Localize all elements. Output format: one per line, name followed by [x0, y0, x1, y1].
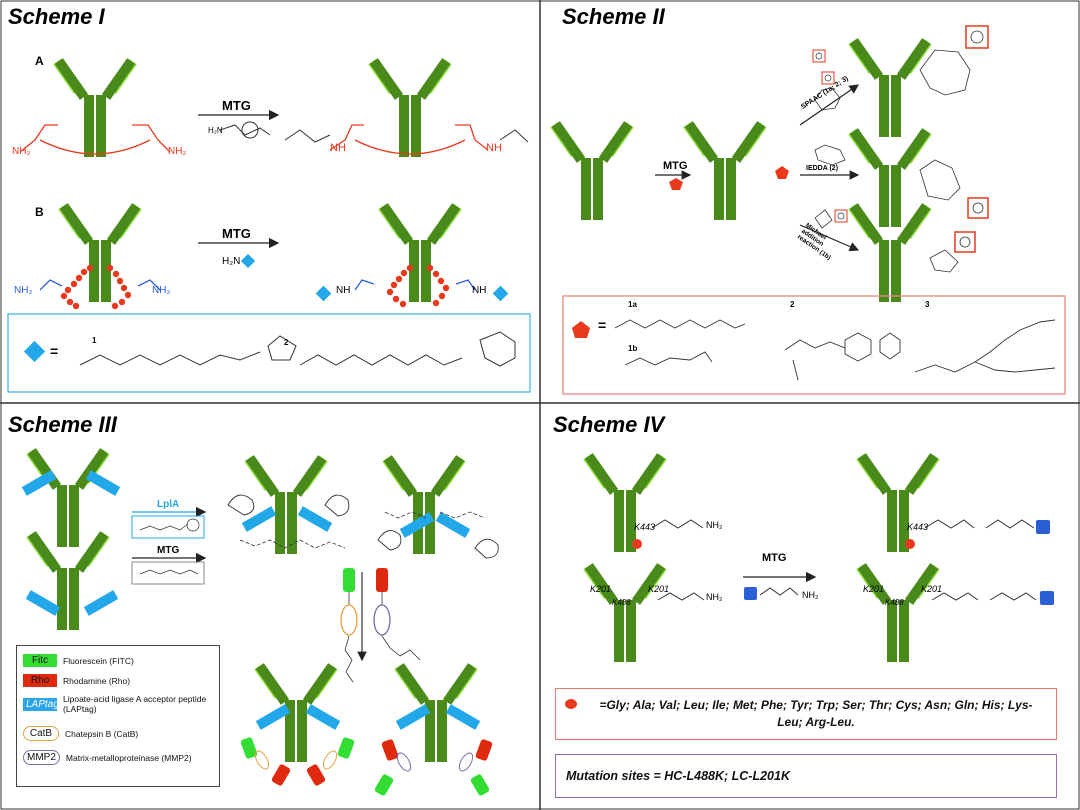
legend-item-fitc: Fitc Fluorescein (FITC) [23, 654, 134, 667]
scheme1-title: Scheme I [8, 4, 105, 29]
scheme2-equals: = [598, 317, 607, 333]
scheme4-title: Scheme IV [553, 412, 665, 437]
scheme4-k488-left: K488 [612, 598, 631, 607]
scheme2-product-spaac [848, 38, 932, 137]
scheme2-title: Scheme II [562, 4, 665, 29]
scheme4-k488-right: K488 [885, 598, 904, 607]
scheme1-compound-2: 2 [284, 338, 289, 347]
legend-chip-fitc: Fitc [23, 654, 57, 667]
scheme4-mutation-box: Mutation sites = HC-L488K; LC-L201K [555, 754, 1057, 798]
scheme4-arrow-label: MTG [762, 552, 787, 564]
scheme4-antibody-top-right [856, 453, 940, 552]
legend-item-catb: CatB Chatepsin B (CatB) [23, 726, 138, 741]
legend-item-rho: Rho Rhodamine (Rho) [23, 674, 130, 687]
scheme2-antibody-start [550, 121, 634, 220]
scheme1-antibody-b-right [378, 203, 462, 302]
legend-chip-mmp2: MMP2 [23, 750, 60, 765]
scheme3-legend: Fitc Fluorescein (FITC) Rho Rhodamine (R… [16, 645, 220, 787]
legend-chip-catb: CatB [23, 726, 59, 741]
scheme4-amino-acid-box: =Gly; Ala; Val; Leu; Ile; Met; Phe; Tyr;… [555, 688, 1057, 740]
legend-text-laptag: Lipoate-acid ligase A acceptor peptide (… [63, 694, 207, 714]
scheme3-title: Scheme III [8, 412, 117, 437]
legend-text-catb: Chatepsin B (CatB) [65, 728, 139, 739]
scheme4-antibody-bottom-left [583, 563, 667, 662]
scheme1-nh-blue-right: NH [472, 285, 487, 296]
scheme3-antibody-mtg-product [382, 455, 466, 554]
scheme4-nh2-reagent: NH₂ [802, 590, 819, 600]
scheme2-iedda-label: IEDDA (2) [806, 165, 839, 172]
scheme4-nh2-bottom: NH₂ [706, 592, 723, 602]
scheme1-nh2-right: NH₂ [168, 146, 187, 157]
scheme3-antibody-top-left [26, 448, 110, 547]
scheme4-k201-right-b: K201 [921, 584, 943, 594]
scheme4-nh2-top: NH₂ [706, 520, 723, 530]
scheme1-nh-left: NH [330, 142, 346, 154]
scheme2-antibody-mid [683, 121, 767, 220]
legend-text-mmp2: Matrix-metalloproteinase (MMP2) [65, 752, 192, 763]
scheme3-mtg-label: MTG [157, 545, 180, 556]
scheme4-antibody-top-left [583, 453, 667, 552]
scheme1-antibody-b-left [58, 203, 142, 302]
scheme4-k443-right: K443 [907, 522, 929, 532]
legend-chip-laptag: LAPtag [23, 697, 59, 711]
scheme4-k201-left-a: K201 [590, 584, 612, 594]
scheme4-k443-left: K443 [634, 522, 656, 532]
scheme1-arrow-b-label: MTG [222, 226, 251, 241]
scheme1-antibody-a-right [368, 58, 452, 157]
scheme1-nh2-left: NH₂ [12, 146, 31, 157]
legend-item-mmp2: MMP2 Matrix-metalloproteinase (MMP2) [23, 750, 213, 765]
scheme1-arrow-a-label: MTG [222, 98, 251, 113]
scheme1-peptide-chains-left [60, 264, 132, 310]
scheme3-antibody-bottom-left [26, 531, 110, 630]
scheme1-nh2-blue-left: NH₂ [14, 285, 33, 296]
scheme3-lpla-label: LplA [157, 499, 180, 510]
scheme3-antibody-lpla-product [244, 455, 328, 554]
scheme2-product-michael [848, 203, 932, 302]
legend-item-laptag: LAPtag Lipoate-acid ligase A acceptor pe… [23, 694, 213, 714]
legend-chip-rho: Rho [23, 674, 57, 687]
scheme1-label-b: B [35, 205, 44, 219]
scheme4-amino-acid-text: =Gly; Ala; Val; Leu; Ile; Met; Phe; Tyr;… [599, 698, 1033, 729]
scheme2-compound-1a: 1a [628, 300, 637, 309]
scheme1-h2n-b: H₂N [222, 256, 241, 267]
scheme1-antibody-a-left [53, 58, 137, 157]
scheme1-compound-1: 1 [92, 336, 97, 345]
scheme4-mutation-text: Mutation sites = HC-L488K; LC-L201K [566, 769, 790, 783]
scheme2-compound-3: 3 [925, 300, 930, 309]
scheme1-nh-right: NH [486, 142, 502, 154]
scheme4-k201-right-a: K201 [863, 584, 885, 594]
scheme1-nh-blue-left: NH [336, 285, 351, 296]
scheme1-equals: = [50, 343, 59, 359]
scheme1-h2n-a: H₂N [208, 126, 223, 135]
legend-text-rho: Rhodamine (Rho) [63, 675, 131, 686]
scheme1-label-a: A [35, 54, 44, 68]
scheme1-nh2-blue-right: NH₂ [152, 285, 171, 296]
scheme4-antibody-bottom-right [856, 563, 940, 662]
legend-text-fitc: Fluorescein (FITC) [63, 655, 134, 666]
scheme2-compound-2: 2 [790, 300, 795, 309]
scheme2-compound-1b: 1b [628, 344, 638, 353]
scheme2-arrow-label: MTG [663, 160, 688, 172]
scheme4-k201-left-b: K201 [648, 584, 670, 594]
